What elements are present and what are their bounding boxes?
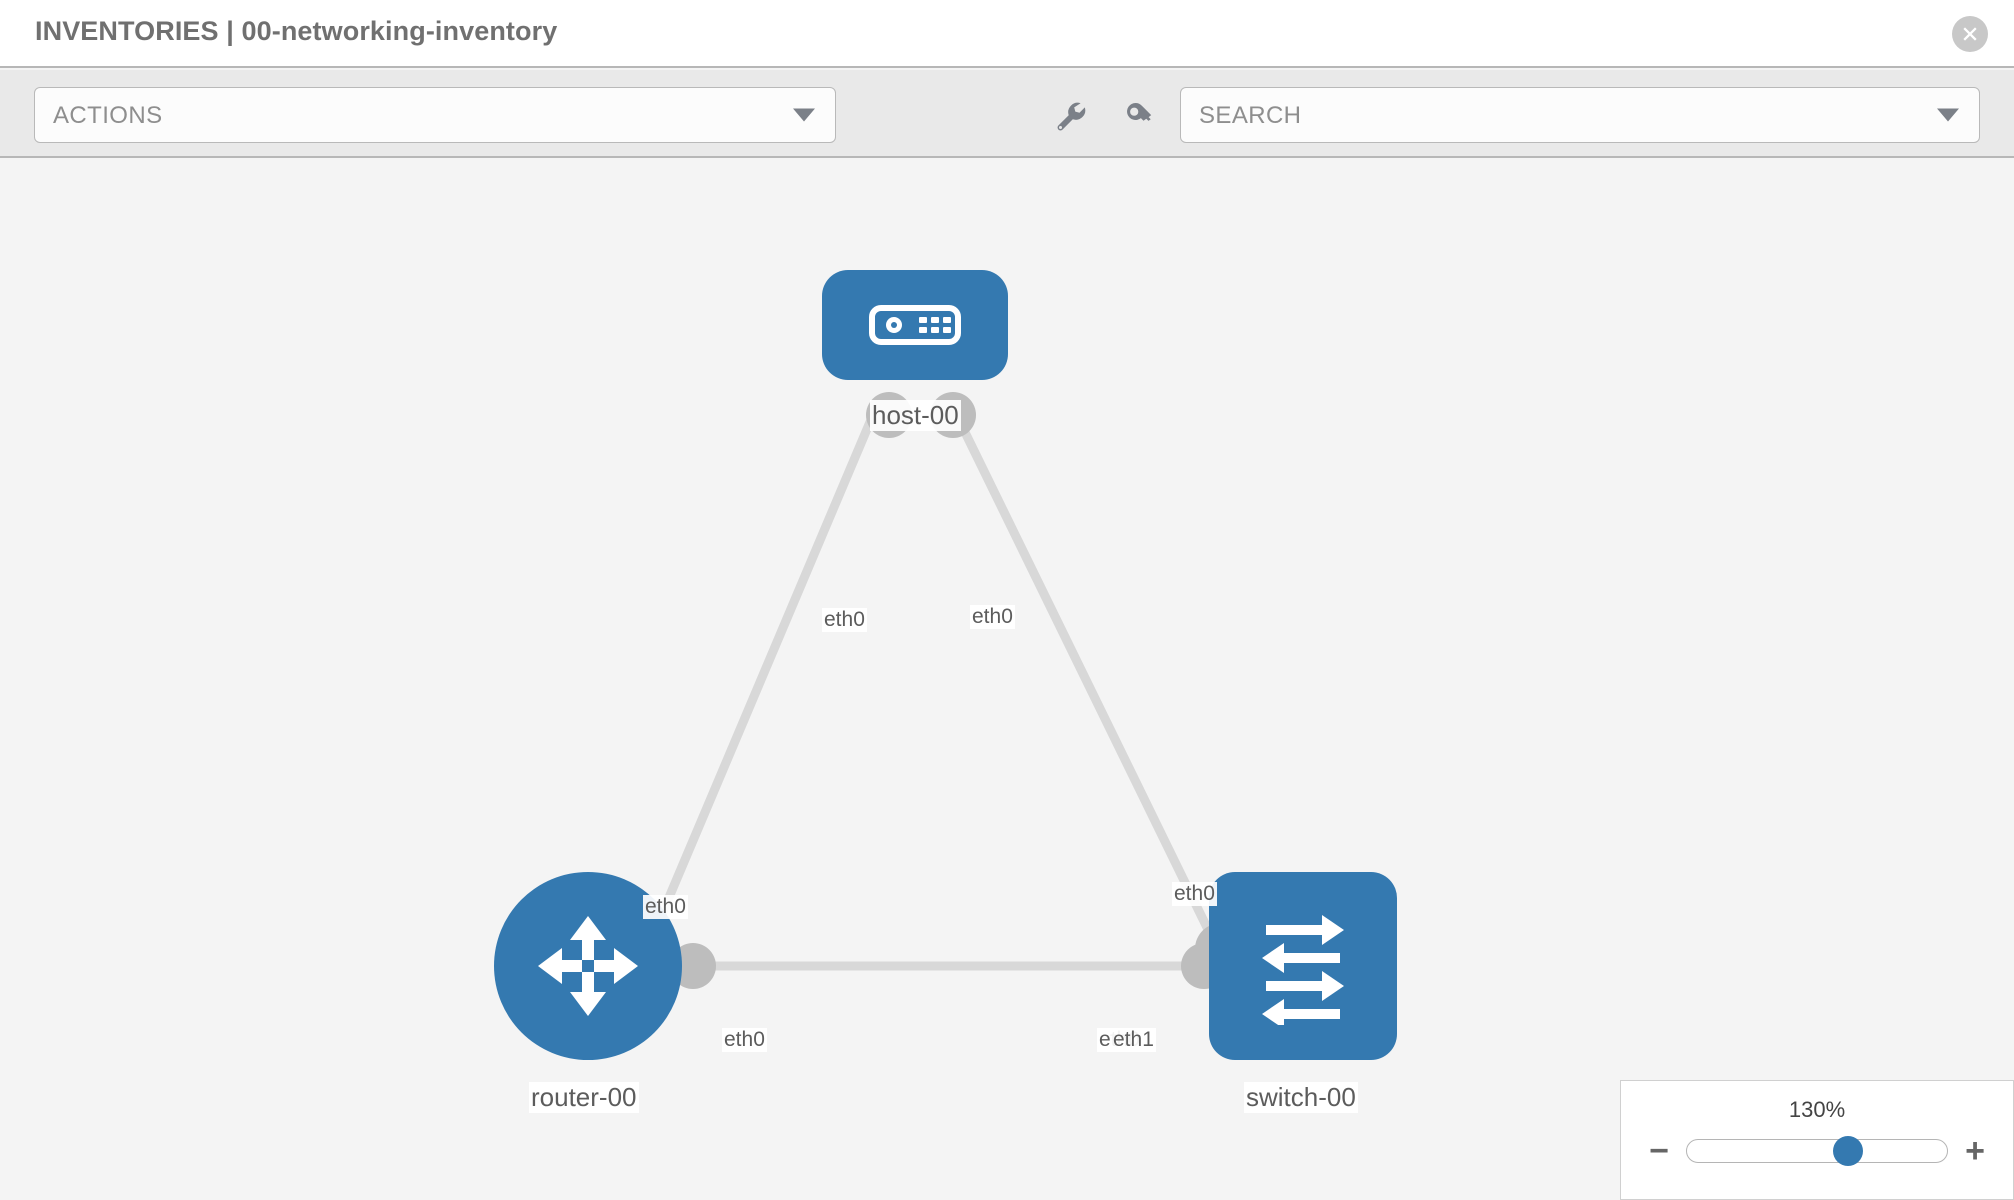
key-icon[interactable] (1118, 94, 1162, 138)
edge-label-router-right: eth0 (722, 1028, 767, 1052)
page-header: INVENTORIES | 00-networking-inventory (0, 0, 2014, 68)
close-icon[interactable] (1952, 16, 1988, 52)
search-input[interactable]: SEARCH (1180, 87, 1980, 143)
node-switch-00-label: switch-00 (1244, 1082, 1358, 1113)
zoom-out-button[interactable]: − (1649, 1132, 1669, 1170)
router-arrows-icon (538, 916, 638, 1016)
edge-label-switch-up: eth0 (1172, 882, 1217, 906)
page-title: INVENTORIES | 00-networking-inventory (35, 16, 558, 46)
zoom-percent-label: 130% (1788, 1097, 1846, 1122)
topology-edges (635, 417, 1223, 971)
zoom-in-button[interactable]: + (1965, 1132, 1985, 1170)
actions-dropdown[interactable]: ACTIONS (34, 87, 836, 143)
topology-canvas[interactable]: host-00 router-00 (0, 160, 2014, 1200)
edge-label-switch-left-eth1: eth1 (1111, 1028, 1156, 1052)
edge-label-host-right: eth0 (970, 605, 1015, 629)
zoom-control: 130% − + (1620, 1080, 2014, 1200)
actions-dropdown-label: ACTIONS (53, 102, 163, 129)
edge-host-router (635, 417, 875, 971)
node-host-00-label: host-00 (870, 400, 961, 431)
search-input-value: SEARCH (1199, 102, 1302, 129)
edge-label-router-up: eth0 (643, 895, 688, 919)
node-host-00-shape[interactable] (822, 270, 1008, 380)
switch-arrows-icon (1262, 915, 1344, 1025)
edge-label-host-left: eth0 (822, 608, 867, 632)
zoom-slider[interactable] (1686, 1136, 1948, 1166)
node-router-00-label: router-00 (529, 1082, 639, 1113)
toolbar: ACTIONS SEARCH (0, 70, 2014, 158)
edge-host-switch (955, 417, 1223, 955)
zoom-slider-thumb[interactable] (1833, 1136, 1864, 1166)
node-switch-00-shape[interactable] (1209, 872, 1397, 1060)
server-icon (869, 305, 961, 345)
chevron-down-icon (1937, 108, 1959, 122)
chevron-down-icon (793, 108, 815, 122)
wrench-icon[interactable] (1048, 94, 1092, 138)
